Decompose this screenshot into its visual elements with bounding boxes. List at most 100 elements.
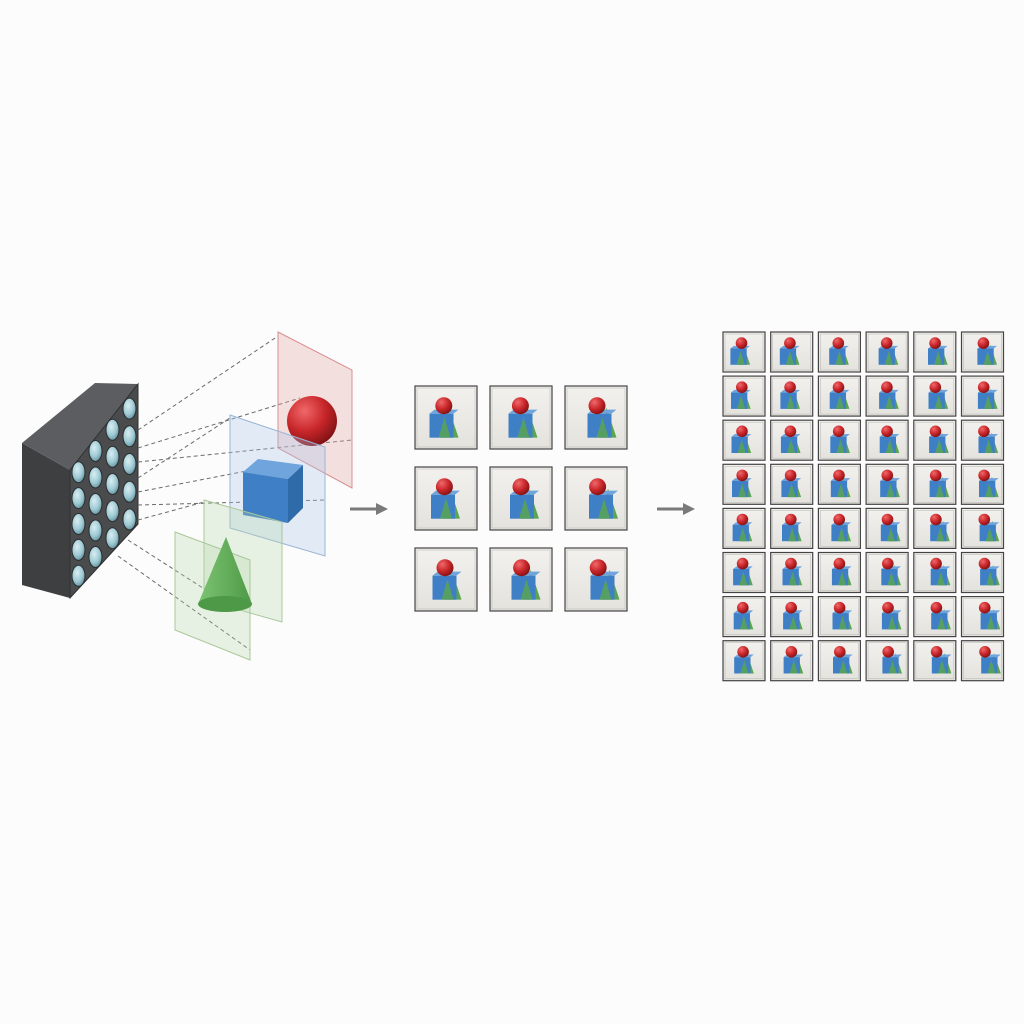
thumb-sphere-icon [511,397,529,415]
view-thumbnail [817,551,862,594]
thumb-cone-front [787,483,796,498]
view-thumbnail [913,375,957,417]
microlens [88,440,103,462]
microlens [88,519,103,542]
view-thumbnail [865,640,909,682]
microlens [71,487,86,510]
thumb-sphere-icon [930,513,942,526]
microlens [105,445,120,468]
arrow-to-dense-views [657,503,695,515]
projection-ray [127,539,207,591]
thumb-sphere-icon [978,513,991,526]
thumb-sphere-icon [736,469,748,482]
view-thumbnail [770,640,814,682]
thumb-cone-front [788,571,797,586]
thumb-cone-front [935,483,944,498]
thumb-sphere-icon [784,425,797,438]
view-thumbnail [817,640,862,682]
view-thumbnail [722,463,766,505]
view-thumbnail [722,551,766,594]
thumb-sphere-icon [736,557,749,570]
thumb-cone-front [786,395,795,409]
thumb-cone-front [885,439,894,453]
microlens [122,480,137,503]
thumb-cone-front [838,571,847,586]
view-thumbnail [489,385,553,450]
thumb-cone-front [736,351,745,365]
thumb-cone-front [986,571,995,586]
sphere-layer [277,331,353,489]
thumb-cone-front [438,417,451,438]
thumb-cone-front [788,527,797,542]
view-thumbnail [817,419,862,461]
thumb-sphere-icon [436,559,454,577]
view-thumbnail [817,463,862,505]
thumb-sphere-icon [929,337,941,349]
thumb-sphere-icon [435,397,453,415]
projection-ray [137,417,231,479]
thumb-sphere-icon [785,646,798,658]
view-thumbnail [817,331,862,373]
thumb-sphere-icon [930,557,942,570]
thumb-cone-front [935,439,944,453]
thumb-cone-front [885,395,894,409]
thumb-sphere-icon [737,646,749,658]
view-thumbnail [770,331,814,373]
thumb-sphere-icon [929,381,942,394]
view-thumbnail [770,551,814,594]
thumb-cone-front [785,351,795,365]
view-thumbnail [960,419,1005,461]
thumb-cone-front [789,659,798,674]
thumb-cone-front [836,483,846,498]
thumb-cone-front [737,439,746,453]
view-thumbnail [817,375,862,417]
thumb-sphere-icon [929,425,942,438]
view-thumbnail [913,595,957,638]
microlens [105,418,120,441]
projection-ray [137,335,279,431]
thumb-cone-front [441,579,454,600]
thumb-cone-front [520,579,533,600]
view-thumbnail [865,595,909,638]
thumb-cone-front [983,351,992,365]
thumb-sphere-icon [833,557,846,570]
microlens [122,453,137,475]
microlens [71,538,86,561]
thumb-cone-front [740,659,749,674]
projection-ray [137,501,205,521]
view-thumbnail [722,595,766,638]
microlens [71,564,86,587]
view-thumbnail [817,595,862,638]
projection-ray [137,439,353,463]
view-thumbnail [414,466,478,531]
view-thumbnail [960,375,1005,417]
thumb-cone-front [985,527,994,542]
thumb-sphere-icon [737,601,749,614]
view-thumbnail [913,551,957,594]
thumb-sphere-icon [881,381,893,394]
thumb-sphere-icon [978,557,991,570]
thumb-cone-front [936,571,945,586]
view-thumbnail [564,385,628,450]
view-thumbnail [722,331,766,373]
thumb-cone-front [596,417,609,438]
view-thumbnail [770,375,814,417]
view-thumbnail [913,463,957,505]
thumb-sphere-icon [588,397,606,415]
thumb-sphere-icon [882,601,894,614]
thumb-sphere-icon [736,513,749,526]
thumb-sphere-icon [435,478,453,496]
thumb-cone-front [985,483,994,498]
thumb-sphere-icon [832,425,845,438]
thumb-sphere-icon [736,425,748,438]
thumb-sphere-icon [832,337,845,349]
cone-icon [198,537,252,612]
view-thumbnail [913,640,957,682]
view-thumbnail [414,385,478,450]
view-thumbnail [865,551,909,594]
microlens [122,397,137,420]
thumb-sphere-icon [512,478,530,496]
cone-layer [174,499,283,661]
thumb-sphere-icon [785,601,797,614]
view-thumbnail [770,463,814,505]
